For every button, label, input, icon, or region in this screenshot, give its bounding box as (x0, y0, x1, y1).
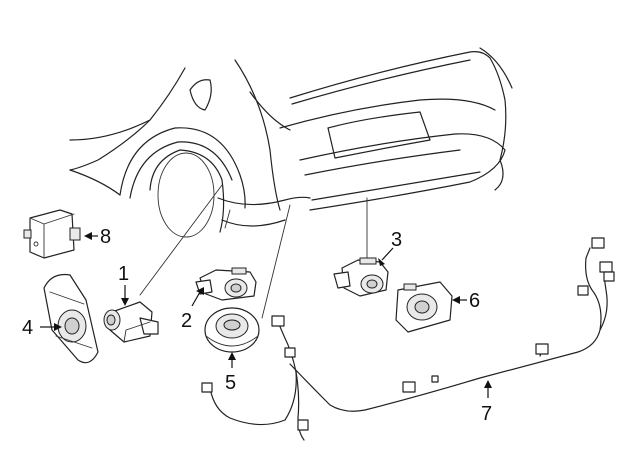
leader-lines (139, 184, 368, 319)
part-4-sensor-bracket (43, 273, 99, 364)
part-5-sensor-ring (204, 307, 260, 353)
callout-4: 4 (22, 317, 33, 339)
callout-1: 1 (118, 263, 129, 285)
vehicle-body-outline (69, 47, 513, 238)
callout-5: 5 (225, 372, 236, 394)
part-6-sensor-retainer (395, 281, 453, 333)
callout-labels: 1 2 3 4 5 6 7 8 (22, 226, 492, 425)
part-8-control-module (23, 209, 81, 259)
part-2-sensor (195, 267, 257, 301)
callout-2: 2 (181, 310, 192, 332)
part-3-sensor (333, 257, 389, 297)
part-1-parking-sensor (103, 301, 159, 343)
callout-6: 6 (469, 290, 480, 312)
callout-7: 7 (481, 403, 492, 425)
part-7-wiring-harness (201, 237, 615, 441)
callout-3: 3 (391, 229, 402, 251)
callout-8: 8 (100, 226, 111, 248)
callout-arrows (40, 232, 492, 398)
